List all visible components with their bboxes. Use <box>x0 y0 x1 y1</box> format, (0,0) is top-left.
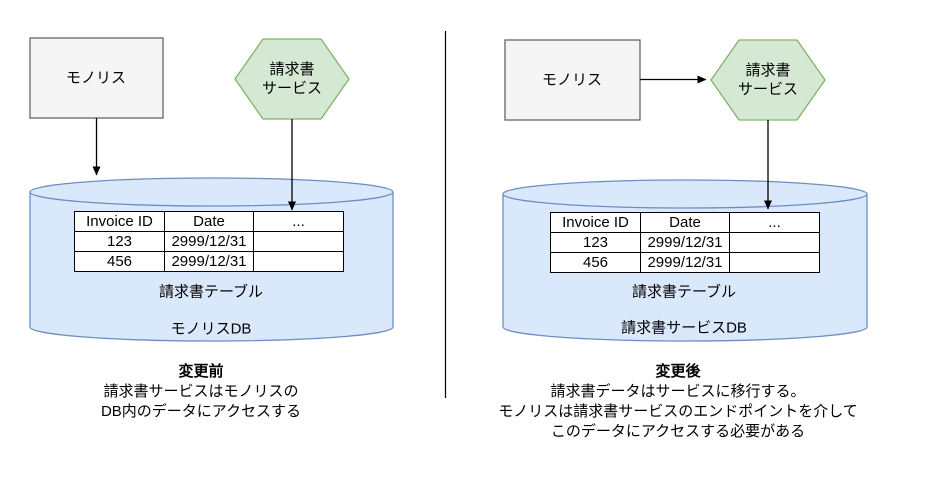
table-row: 123 2999/12/31 <box>550 232 820 253</box>
service-label-line1: 請求書 <box>745 62 791 79</box>
summary-after: 変更後 請求書データはサービスに移行する。 モノリスは請求書サービスのエンドポイ… <box>498 362 858 442</box>
db-cylinder-top <box>29 177 394 207</box>
col-header-etc: ... <box>729 212 820 233</box>
table-caption-right: 請求書テーブル <box>631 283 737 301</box>
invoice-table-left: Invoice ID Date ... 123 2999/12/31 456 2… <box>74 211 344 272</box>
cell-date: 2999/12/31 <box>640 232 730 253</box>
service-label-line2: サービス <box>737 81 799 98</box>
summary-title-before: 変更前 <box>178 363 224 380</box>
monolith-label-right: モノリス <box>541 71 603 89</box>
summary-title-after: 変更後 <box>655 363 701 380</box>
service-label-right: 請求書 サービス <box>738 61 798 99</box>
summary-line: 請求書データはサービスに移行する。 <box>550 383 806 400</box>
table-row: 456 2999/12/31 <box>74 251 344 272</box>
cell-date: 2999/12/31 <box>164 231 254 252</box>
summary-line: このデータにアクセスする必要がある <box>550 423 806 440</box>
summary-line: 請求書サービスはモノリスの <box>103 383 299 400</box>
table-header-row: Invoice ID Date ... <box>74 211 344 232</box>
cell-etc <box>729 252 820 273</box>
db-name-right: 請求書サービスDB <box>621 319 747 337</box>
cell-etc <box>729 232 820 253</box>
db-cylinder-top <box>502 179 868 209</box>
cell-date: 2999/12/31 <box>640 252 730 273</box>
cell-etc <box>253 251 344 272</box>
col-header-etc: ... <box>253 211 344 232</box>
service-label-line1: 請求書 <box>269 61 315 78</box>
col-header-date: Date <box>640 212 730 233</box>
cell-etc <box>253 231 344 252</box>
table-row: 123 2999/12/31 <box>74 231 344 252</box>
service-label-left: 請求書 サービス <box>262 60 322 98</box>
summary-line: DB内のデータにアクセスする <box>100 403 302 420</box>
invoice-service-hexagon-left <box>234 38 350 120</box>
table-header-row: Invoice ID Date ... <box>550 212 820 233</box>
cell-date: 2999/12/31 <box>164 251 254 272</box>
cell-invoice-id: 456 <box>74 251 165 272</box>
invoice-service-hexagon-right <box>710 39 826 121</box>
summary-before: 変更前 請求書サービスはモノリスの DB内のデータにアクセスする <box>101 362 301 422</box>
table-caption-left: 請求書テーブル <box>158 283 264 301</box>
cell-invoice-id: 123 <box>74 231 165 252</box>
db-name-left: モノリスDB <box>170 320 252 338</box>
cell-invoice-id: 456 <box>550 252 641 273</box>
col-header-invoice-id: Invoice ID <box>74 211 165 232</box>
monolith-box-right <box>504 39 641 121</box>
table-row: 456 2999/12/31 <box>550 252 820 273</box>
col-header-invoice-id: Invoice ID <box>550 212 641 233</box>
monolith-label-left: モノリス <box>65 69 127 87</box>
cell-invoice-id: 123 <box>550 232 641 253</box>
service-label-line2: サービス <box>261 80 323 97</box>
summary-line: モノリスは請求書サービスのエンドポイントを介して <box>498 403 858 420</box>
invoice-table-right: Invoice ID Date ... 123 2999/12/31 456 2… <box>550 212 820 273</box>
col-header-date: Date <box>164 211 254 232</box>
